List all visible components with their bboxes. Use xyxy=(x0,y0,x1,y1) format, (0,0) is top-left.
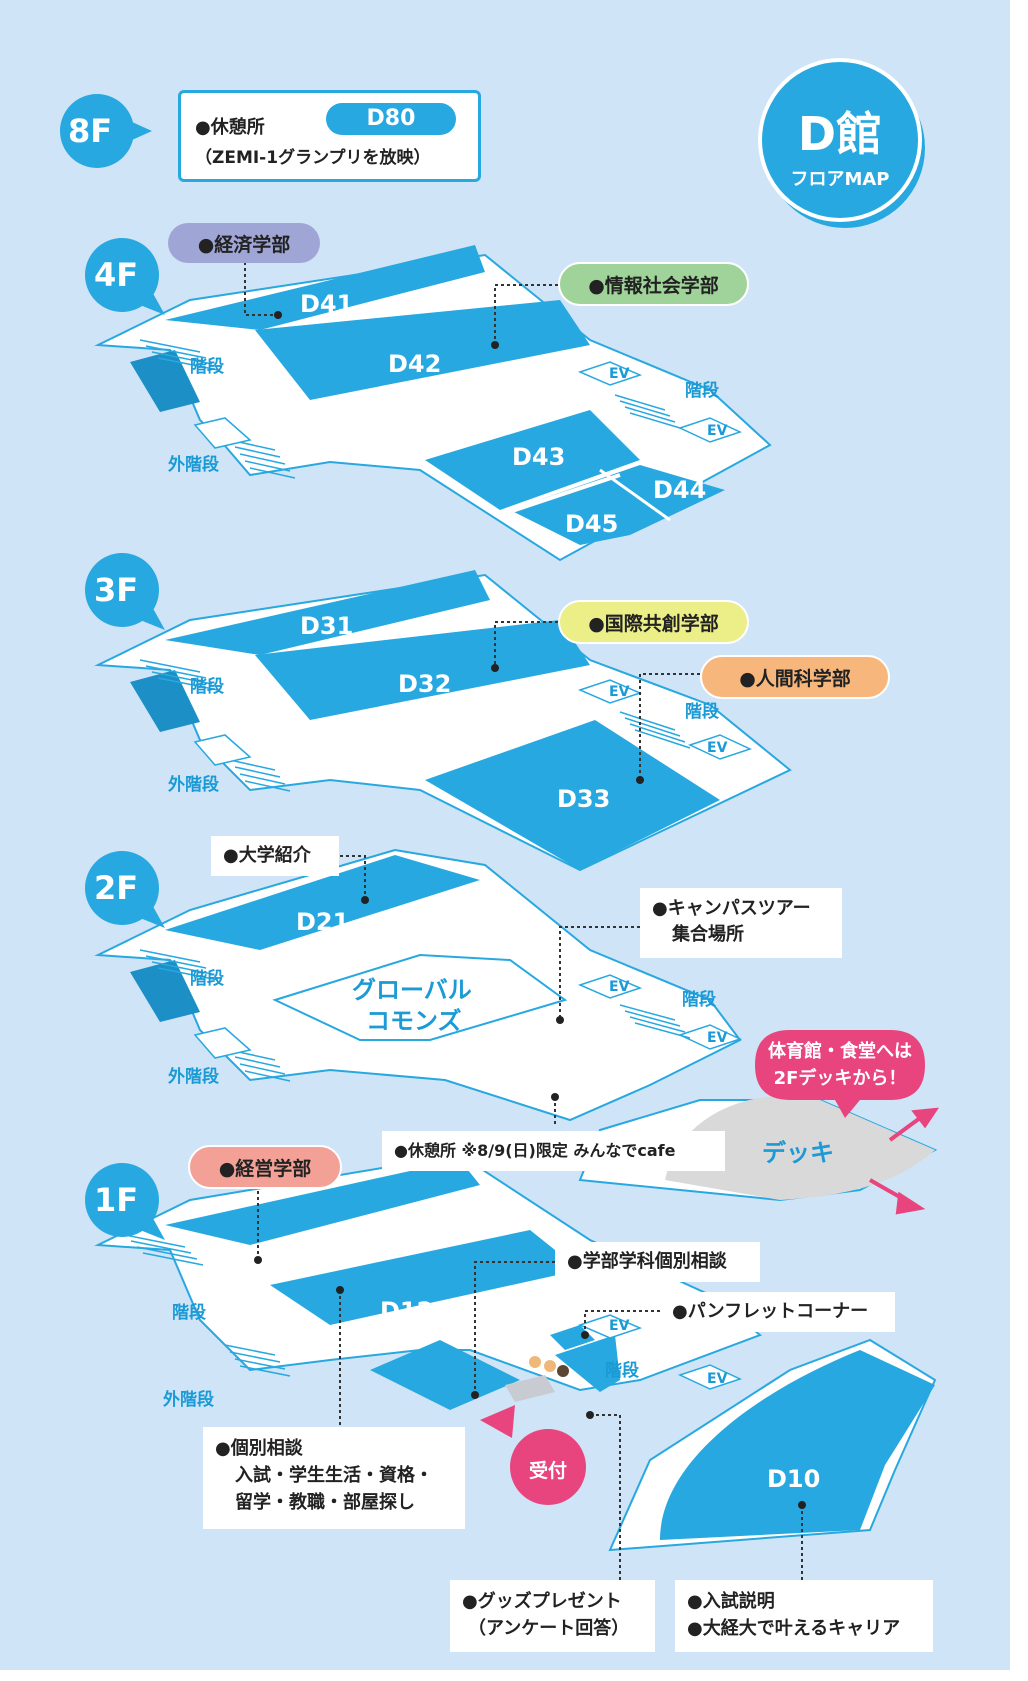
ev-2f-2: EV xyxy=(707,1030,728,1046)
kobetsu-line2: 入試・学生生活・資格・ xyxy=(235,1465,433,1486)
campus-tour-line1: ●キャンパスツアー xyxy=(652,898,811,919)
tag-ningen: ●人間科学部 xyxy=(700,655,890,699)
global-commons-label-2: コモンズ xyxy=(366,1007,462,1035)
tag-johoshakai: ●情報社会学部 xyxy=(558,262,749,306)
room-d45: D45 xyxy=(565,510,619,538)
floor-1f-plan xyxy=(94,1153,937,1552)
outer-stairs-3f: 外階段 xyxy=(168,775,219,795)
room-d12: D12 xyxy=(380,1297,434,1325)
reception-label: 受付 xyxy=(528,1460,567,1482)
room-d43: D43 xyxy=(512,443,566,471)
ev-3f-1: EV xyxy=(609,684,630,700)
room-d43-shape xyxy=(425,410,640,510)
tag-kokusai: ●国際共創学部 xyxy=(558,600,749,644)
goods-line2: （アンケート回答） xyxy=(468,1618,630,1639)
room-d44-d45-shape xyxy=(510,465,725,545)
floor-3f-plan xyxy=(94,570,792,872)
floor-3f-label: 3F xyxy=(94,571,139,609)
room-d41: D41 xyxy=(300,290,354,318)
leader-lines xyxy=(244,262,803,1590)
ev-4f-2: EV xyxy=(707,423,728,439)
stairs-1f-left: 階段 xyxy=(172,1303,206,1323)
stairs-2f-right: 階段 xyxy=(682,990,716,1010)
room-d11-shape xyxy=(165,1160,480,1245)
info-goods: ●グッズプレゼント （アンケート回答） xyxy=(450,1580,655,1652)
room-d31: D31 xyxy=(300,612,354,640)
campus-tour-line2: 集合場所 xyxy=(672,924,744,945)
kobetsu-line3: 留学・教職・部屋探し xyxy=(235,1492,415,1513)
floor-1f-label: 1F xyxy=(94,1181,139,1219)
deck-callout-line1: 体育館・食堂へは xyxy=(768,1041,912,1062)
title-badge xyxy=(758,58,925,228)
info-pamphlet: ●パンフレットコーナー xyxy=(660,1292,895,1332)
room-d44: D44 xyxy=(653,476,707,504)
map-subtitle: フロアMAP xyxy=(790,169,890,190)
stairs-1f-right: 階段 xyxy=(605,1361,639,1381)
ev-3f-2: EV xyxy=(707,740,728,756)
ev-1f-1: EV xyxy=(609,1318,630,1334)
room-d11: D11 xyxy=(306,1235,360,1263)
stairs-3f-left: 階段 xyxy=(190,677,224,697)
reception-arrow xyxy=(480,1405,515,1438)
kobetsu-line1: ●個別相談 xyxy=(215,1438,303,1459)
room-d42: D42 xyxy=(388,350,442,378)
room-d33: D33 xyxy=(557,785,611,813)
nyushi-line1: ●入試説明 xyxy=(687,1591,775,1612)
reception-circle xyxy=(510,1429,586,1505)
floor-8f-line1: ●休憩所 xyxy=(195,117,265,138)
room-d31-shape xyxy=(165,570,490,655)
floor-8f-info: ●休憩所 （ZEMI-1グランプリを放映） D80 xyxy=(178,90,481,182)
room-d41-shape xyxy=(165,245,485,330)
global-commons-shape xyxy=(272,953,568,1041)
room-d32-shape xyxy=(255,620,590,720)
stairs-3f-right: 階段 xyxy=(685,702,719,722)
stairs-4f-right: 階段 xyxy=(685,381,719,401)
room-d80: D80 xyxy=(326,103,456,135)
outer-stairs-2f: 外階段 xyxy=(168,1067,219,1087)
room-d32: D32 xyxy=(398,670,452,698)
floor-2f-plan xyxy=(94,848,938,1202)
room-d42-shape xyxy=(255,300,590,400)
outer-stairs-1f: 外階段 xyxy=(163,1390,214,1410)
outer-stairs-4f: 外階段 xyxy=(168,455,219,475)
tag-keizai: ●経済学部 xyxy=(168,223,320,263)
deck-shape xyxy=(665,1095,935,1200)
map-title: D館 xyxy=(797,107,883,161)
room-d10: D10 xyxy=(767,1465,821,1493)
room-d12-shape xyxy=(270,1230,580,1325)
tag-keiei: ●経営学部 xyxy=(188,1145,342,1189)
deck-callout: 体育館・食堂へは 2Fデッキから！ xyxy=(755,1038,925,1092)
ev-2f-1: EV xyxy=(609,979,630,995)
deck-arrows xyxy=(869,1107,940,1215)
info-campus-tour: ●キャンパスツアー 集合場所 xyxy=(640,888,842,958)
room-d21: D21 xyxy=(296,908,350,936)
room-d21-shape xyxy=(165,855,480,950)
info-gakubu-soudan: ●学部学科個別相談 xyxy=(555,1242,760,1282)
info-kobetsu: ●個別相談 入試・学生生活・資格・ 留学・教職・部屋探し xyxy=(203,1427,465,1529)
floor-8f-line2: （ZEMI-1グランプリを放映） xyxy=(195,148,431,168)
deck-callout-shape xyxy=(755,1030,925,1118)
room-d33-shape xyxy=(425,720,720,870)
stairs-4f-left: 階段 xyxy=(190,357,224,377)
deck-label: デッキ xyxy=(762,1139,834,1167)
goods-line1: ●グッズプレゼント xyxy=(462,1591,622,1612)
stairs-2f-left: 階段 xyxy=(190,969,224,989)
deck-callout-line2: 2Fデッキから！ xyxy=(773,1068,907,1089)
ev-4f-1: EV xyxy=(609,366,630,382)
ev-1f-2: EV xyxy=(707,1371,728,1387)
room-d10-shape xyxy=(660,1350,935,1540)
nyushi-line2: ●大経大で叶えるキャリア xyxy=(687,1618,901,1639)
info-daigaku: ●大学紹介 xyxy=(211,836,339,876)
floor-8f-label: 8F xyxy=(68,112,113,150)
floor-2f-label: 2F xyxy=(94,869,139,907)
floor-bubbles xyxy=(60,94,165,1240)
info-nyushi: ●入試説明 ●大経大で叶えるキャリア xyxy=(675,1580,933,1652)
global-commons-label-1: グローバル xyxy=(352,976,472,1004)
floor-4f-plan xyxy=(94,245,772,562)
floor-4f-label: 4F xyxy=(94,256,139,294)
info-kyukei-1f: ●休憩所 ※8/9(日)限定 みんなでcafe xyxy=(382,1131,725,1171)
